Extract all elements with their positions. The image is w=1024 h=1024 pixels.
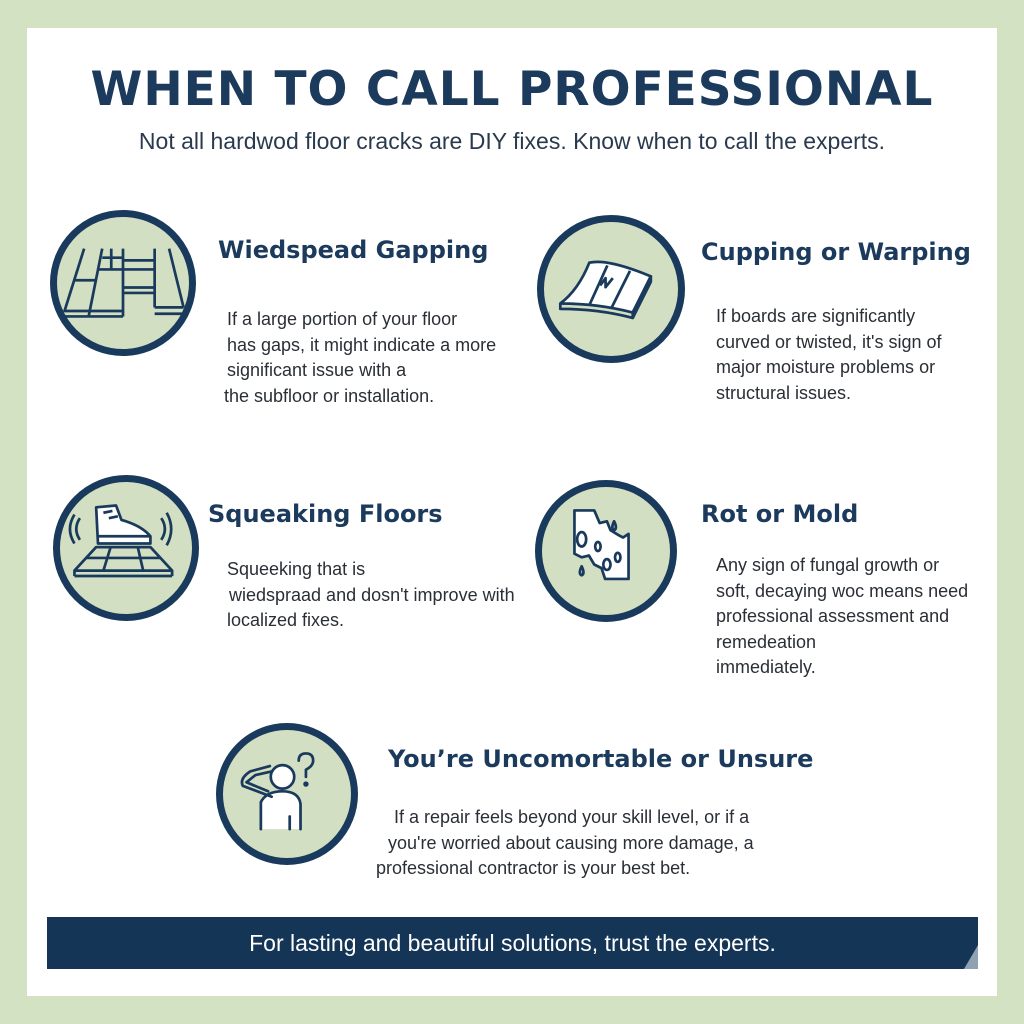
description-line: you're worried about causing more damage… — [388, 832, 754, 853]
item-description: If a repair feels beyond your skill leve… — [376, 805, 754, 882]
description-line: immediately. — [716, 657, 816, 677]
item-description: If boards are significantly curved or tw… — [716, 304, 942, 406]
item-heading: Cupping or Warping — [701, 238, 971, 266]
floor-gaps-icon — [50, 210, 196, 356]
description-line: major moisture problems or — [716, 357, 936, 377]
warped-board-icon — [537, 215, 685, 363]
description-line: curved or twisted, it's sign of — [716, 331, 942, 352]
squeaking-shoe-icon — [53, 475, 199, 621]
item-heading: Squeaking Floors — [208, 500, 443, 528]
description-line: If boards are significantly — [716, 306, 916, 326]
confused-person-icon — [216, 723, 358, 865]
description-line: has gaps, it might indicate a more — [227, 334, 497, 355]
item-heading: You’re Uncomortable or Unsure — [388, 745, 814, 773]
corner-triangle-decoration — [964, 945, 978, 969]
description-line: soft, decaying woc means need — [716, 580, 969, 601]
description-line: remedeation — [716, 631, 817, 652]
page-subtitle: Not all hardwod floor cracks are DIY fix… — [138, 128, 886, 154]
description-line: structural issues. — [716, 382, 852, 403]
description-line: Any sign of fungal growth or — [716, 555, 940, 575]
item-description: If a large portion of your floor has gap… — [224, 307, 497, 409]
item-heading: Wiedspead Gapping — [218, 236, 489, 264]
description-line: significant issue with a — [227, 360, 407, 380]
description-line: professional contractor is your best bet… — [376, 858, 691, 878]
banner-text: For lasting and beautiful solutions, tru… — [249, 930, 776, 956]
item-description: Squeeking that is wiedspraad and dosn't … — [227, 557, 515, 634]
description-line: If a repair feels beyond your skill leve… — [394, 807, 750, 827]
rotting-wood-icon — [535, 480, 677, 622]
description-line: localized fixes. — [227, 610, 345, 630]
description-line: If a large portion of your floor — [227, 309, 458, 329]
description-line: the subfloor or installation. — [224, 385, 435, 406]
item-heading: Rot or Mold — [701, 500, 859, 528]
description-line: wiedspraad and dosn't improve with — [229, 584, 515, 605]
footer-banner: For lasting and beautiful solutions, tru… — [47, 917, 978, 969]
page-title: WHEN TO CALL PROFESSIONAL — [90, 62, 934, 117]
item-description: Any sign of fungal growth or soft, decay… — [716, 553, 968, 681]
description-line: professional assessment and — [716, 606, 950, 626]
description-line: Squeeking that is — [227, 559, 366, 579]
